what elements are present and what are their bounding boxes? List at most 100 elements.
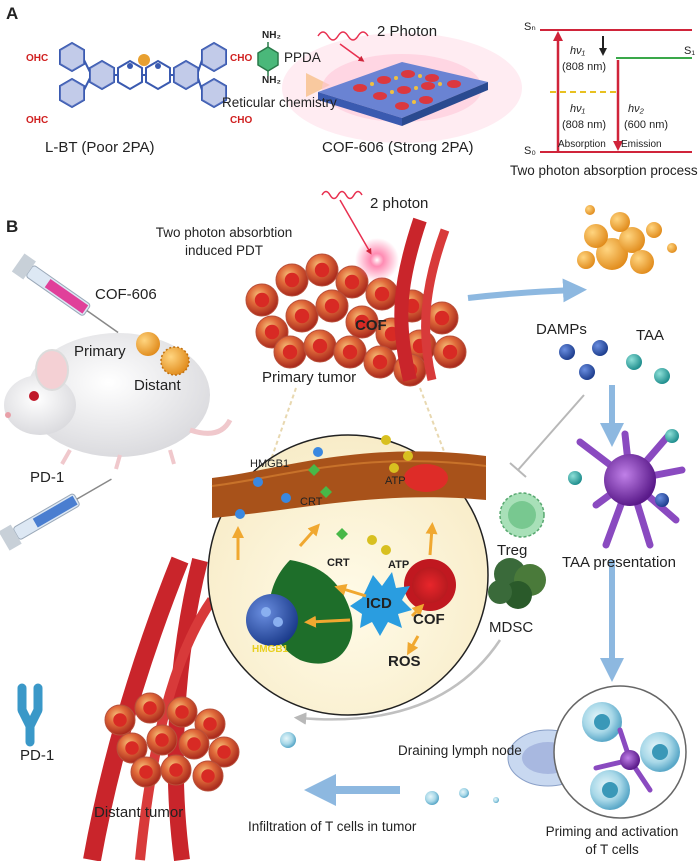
infiltration-label: Infiltration of T cells in tumor [248,819,417,834]
crt-top-label: CRT [300,496,323,508]
tumor-cell-nucleus [312,338,328,354]
primary-tumor-cluster [245,190,467,387]
priming-label-line1: Priming and activation [545,824,679,839]
pd1-syringe-label: PD-1 [30,469,65,486]
damp-molecules [559,340,670,384]
jablonski-diagram [540,29,692,153]
tumor-cell-nucleus [282,344,298,360]
crt-mid-label: CRT [327,557,350,569]
tumor-cell-nucleus [203,717,217,731]
lbt-molecule [59,41,227,109]
arrow-suppression [293,639,502,725]
treg-label: Treg [497,542,528,559]
s1-label: S₁ [684,45,696,57]
cof-inset-label: COF [413,611,445,628]
pd1-antibody-label: PD-1 [20,747,55,764]
s0-label: S₀ [524,145,536,157]
tumor-cell-nucleus [294,308,310,324]
two-photon-label-b: 2 photon [370,195,429,212]
tumor-cell-nucleus [113,713,127,727]
absorption-label: Absorption [558,139,606,150]
icd-inset [207,387,489,716]
arrow-tumor-to-damps [467,278,587,303]
hmgb1-top-label: HMGB1 [250,458,290,470]
icd-label: ICD [366,595,392,612]
primary-label: Primary [74,343,126,360]
ohc-label-bottom: OHC [26,115,49,126]
cof606-lattice [282,31,522,143]
tumor-cell-nucleus [155,733,169,747]
tumor-cell-nucleus [314,262,330,278]
atp-top-label: ATP [385,475,406,487]
tumor-cell-nucleus [284,272,300,288]
tumor-cell-nucleus [143,701,157,715]
hv2-label: hν₂ [628,103,644,115]
lymph-node [507,685,687,819]
ohc-label-top: OHC [26,53,49,64]
reaction-label: Reticular chemistry [222,95,337,110]
panel-a-letter: A [6,4,19,23]
ppda-molecule [257,42,279,76]
tumor-cell-nucleus [139,765,153,779]
draining-lymph-label: Draining lymph node [398,743,522,758]
tumor-cell-nucleus [354,314,370,330]
photon-flash [355,238,399,282]
dendritic-cell [568,429,686,549]
ros-label: ROS [388,653,421,670]
emission-label: Emission [621,139,662,150]
cho-label-top: CHO [230,53,253,64]
two-photon-label-a: 2 Photon [377,23,438,40]
damps-cluster [577,205,677,274]
hv1-bottom-label: hν₁ [570,103,586,115]
distant-tumor-mouse [160,346,190,376]
nh2-bottom: NH₂ [262,75,281,86]
cho-label-bottom: CHO [230,115,253,126]
tumor-cell-nucleus [254,292,270,308]
tumor-cell-nucleus [442,344,458,360]
pd1-syringe [0,478,112,551]
cof606-syringe [11,253,119,334]
sn-label: Sₙ [524,21,536,33]
atp-mid-label: ATP [388,559,410,571]
tumor-cell-nucleus [434,310,450,326]
tumor-cell-nucleus [372,354,388,370]
tumor-cell-nucleus [342,344,358,360]
distant-tumor-label: Distant tumor [94,804,184,821]
pdt-label-line1: Two photon absorbtion [155,225,293,240]
ppda-label: PPDA [284,50,321,65]
pdt-label-line2: induced PDT [184,243,264,258]
tumor-cell-nucleus [201,769,215,783]
primary-tumor-label: Primary tumor [262,369,357,386]
mdsc-cell [488,558,546,609]
tumor-cell-nucleus [374,286,390,302]
mdsc-label: MDSC [489,619,534,636]
tumor-cell-nucleus [125,741,139,755]
tumor-cell-nucleus [217,745,231,759]
migrating-t-cells [280,732,499,805]
hmgb1-nucleus-label: HMGB1 [252,644,289,655]
tumor-cell-nucleus [264,324,280,340]
damps-label: DAMPs [536,321,587,338]
panel-b-letter: B [6,217,19,236]
nh2-top: NH₂ [262,30,281,41]
tumor-cell-nucleus [169,763,183,777]
nm-bottom-label: (808 nm) [562,119,607,131]
jablonski-title: Two photon absorption process [510,163,698,178]
tumor-cell-nucleus [175,705,189,719]
distant-tumor-cluster [83,556,240,861]
hv1-top-label: hν₁ [570,45,586,57]
taa-presentation-label: TAA presentation [562,554,676,571]
pd1-antibody [17,683,43,747]
treg-cell [499,492,545,538]
tumor-cell-nucleus [187,737,201,751]
inhibition-line [509,394,585,478]
cof606-syringe-label: COF-606 [95,286,157,303]
priming-label-line2: of T cells [585,842,639,857]
tumor-cell-nucleus [344,274,360,290]
nm-top-label: (808 nm) [562,61,607,73]
nm-emission-label: (600 nm) [624,119,669,131]
primary-tumor-mouse [136,332,160,356]
lbt-label: L-BT (Poor 2PA) [45,139,155,156]
taa-label: TAA [636,327,665,344]
